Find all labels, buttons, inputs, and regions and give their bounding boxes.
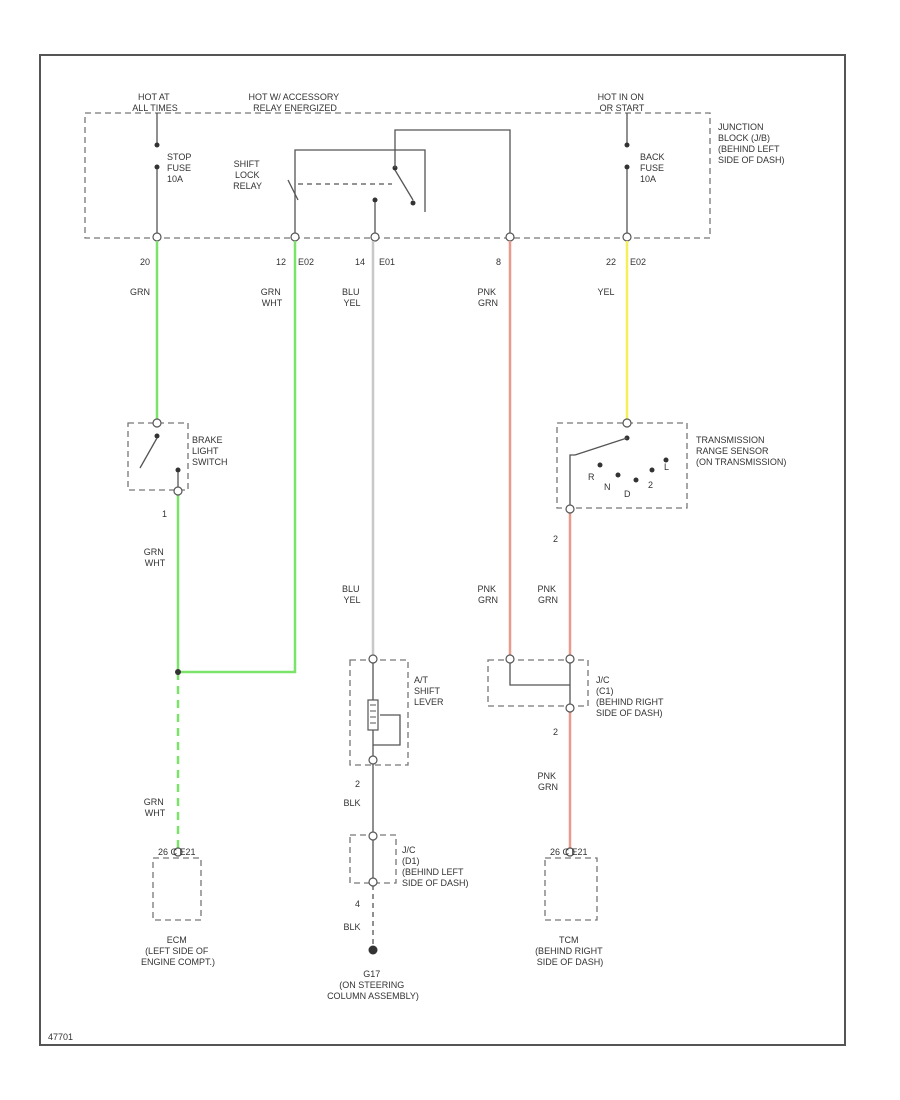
wire-label: GRN WHT bbox=[261, 287, 284, 308]
jc-d1-pin: 4 bbox=[355, 899, 360, 909]
wire-label: BLU YEL bbox=[342, 287, 362, 308]
brake-switch-pin: 1 bbox=[162, 509, 167, 519]
wire-label: BLK bbox=[343, 798, 360, 808]
wire-grn-wht-relay bbox=[178, 241, 297, 674]
pin-number: 14 bbox=[355, 257, 365, 267]
wires bbox=[155, 241, 629, 948]
feed-label-accessory-relay: HOT W/ ACCESSORY RELAY ENERGIZED bbox=[248, 92, 341, 113]
shift-lock-relay-label: SHIFT LOCK RELAY bbox=[233, 159, 262, 191]
shift-lever-outline bbox=[349, 659, 409, 766]
wire-label: PNK GRN bbox=[477, 584, 498, 605]
back-fuse: BACK FUSE 10A bbox=[624, 113, 667, 234]
back-fuse-label: BACK FUSE 10A bbox=[640, 152, 667, 184]
ecm-connector-label: 26 C E21 bbox=[158, 847, 196, 857]
junction-block-label: JUNCTION BLOCK (J/B) (BEHIND LEFT SIDE O… bbox=[718, 122, 785, 165]
stop-fuse: STOP FUSE 10A bbox=[154, 113, 194, 234]
wire-label: GRN WHT bbox=[144, 547, 167, 568]
jc-d1-label: J/C (D1) (BEHIND LEFT SIDE OF DASH) bbox=[402, 845, 469, 888]
pin-connector: E01 bbox=[379, 257, 395, 267]
ground-icon bbox=[368, 945, 378, 955]
jb-pin-22 bbox=[622, 232, 632, 242]
pin-number: 12 bbox=[276, 257, 286, 267]
brake-switch-outline bbox=[127, 422, 189, 491]
ground-g17: G17 (ON STEERING COLUMN ASSEMBLY) bbox=[327, 945, 419, 1001]
jb-pin-20 bbox=[152, 232, 162, 242]
pin-number: 20 bbox=[140, 257, 150, 267]
trs-outline bbox=[556, 422, 688, 509]
trs-position: N bbox=[604, 482, 611, 492]
jb-pin-8 bbox=[505, 232, 515, 242]
ecm-outline bbox=[152, 857, 202, 921]
jb-pin-12 bbox=[290, 232, 300, 242]
trs-position: L bbox=[664, 462, 669, 472]
shift-lock-relay: SHIFT LOCK RELAY bbox=[233, 129, 511, 234]
trs-label: TRANSMISSION RANGE SENSOR (ON TRANSMISSI… bbox=[696, 435, 786, 467]
ecm: 26 C E21 ECM (LEFT SIDE OF ENGINE COMPT.… bbox=[141, 847, 215, 967]
pin-connector: E02 bbox=[298, 257, 314, 267]
joint-connector-d1: J/C (D1) (BEHIND LEFT SIDE OF DASH) 4 bbox=[349, 831, 469, 909]
jc-c1-pin: 2 bbox=[553, 727, 558, 737]
diagram-frame bbox=[39, 54, 846, 1046]
transmission-range-sensor: R N D 2 L TRANSMISSION RANGE SENSOR (ON … bbox=[553, 418, 786, 544]
trs-pin: 2 bbox=[553, 534, 558, 544]
shift-lever-pin: 2 bbox=[355, 779, 360, 789]
wire-label: GRN WHT bbox=[144, 797, 167, 818]
pin-number: 8 bbox=[496, 257, 501, 267]
junction-block: HOT AT ALL TIMES HOT W/ ACCESSORY RELAY … bbox=[84, 92, 785, 242]
ecm-label: ECM (LEFT SIDE OF ENGINE COMPT.) bbox=[141, 935, 215, 967]
joint-connector-c1: J/C (C1) (BEHIND RIGHT SIDE OF DASH) 2 bbox=[487, 654, 666, 737]
wire-label: PNK GRN bbox=[537, 771, 558, 792]
junction-block-outline bbox=[84, 112, 711, 239]
feed-label-on-or-start: HOT IN ON OR START bbox=[598, 92, 647, 113]
splice-dot bbox=[175, 669, 181, 675]
wire-label: PNK GRN bbox=[477, 287, 498, 308]
shift-lever-label: A/T SHIFT LEVER bbox=[414, 675, 444, 707]
tcm-outline bbox=[544, 857, 598, 921]
brake-switch-label: BRAKE LIGHT SWITCH bbox=[192, 435, 228, 467]
wire-label: PNK GRN bbox=[537, 584, 558, 605]
tcm: 26 C E21 TCM (BEHIND RIGHT SIDE OF DASH) bbox=[535, 847, 605, 967]
brake-light-switch: BRAKE LIGHT SWITCH 1 bbox=[127, 418, 228, 519]
jb-pin-14 bbox=[370, 232, 380, 242]
tcm-connector-label: 26 C E21 bbox=[550, 847, 588, 857]
tcm-label: TCM (BEHIND RIGHT SIDE OF DASH) bbox=[535, 935, 605, 967]
wire-label: YEL bbox=[597, 287, 614, 297]
wire-label: BLU YEL bbox=[342, 584, 362, 605]
trs-position: D bbox=[624, 489, 631, 499]
pin-connector: E02 bbox=[630, 257, 646, 267]
jc-c1-outline bbox=[487, 659, 589, 707]
feed-label-hot-all-times: HOT AT ALL TIMES bbox=[132, 92, 178, 113]
wire-label: BLK bbox=[343, 922, 360, 932]
at-shift-lever: A/T SHIFT LEVER 2 bbox=[349, 654, 444, 789]
wire-label: GRN bbox=[130, 287, 150, 297]
trs-position: R bbox=[588, 472, 595, 482]
jc-c1-label: J/C (C1) (BEHIND RIGHT SIDE OF DASH) bbox=[596, 675, 666, 718]
pin-number: 22 bbox=[606, 257, 616, 267]
ground-label: G17 (ON STEERING COLUMN ASSEMBLY) bbox=[327, 969, 419, 1001]
trs-position: 2 bbox=[648, 480, 653, 490]
diagram-code: 47701 bbox=[48, 1032, 73, 1042]
stop-fuse-label: STOP FUSE 10A bbox=[167, 152, 194, 184]
